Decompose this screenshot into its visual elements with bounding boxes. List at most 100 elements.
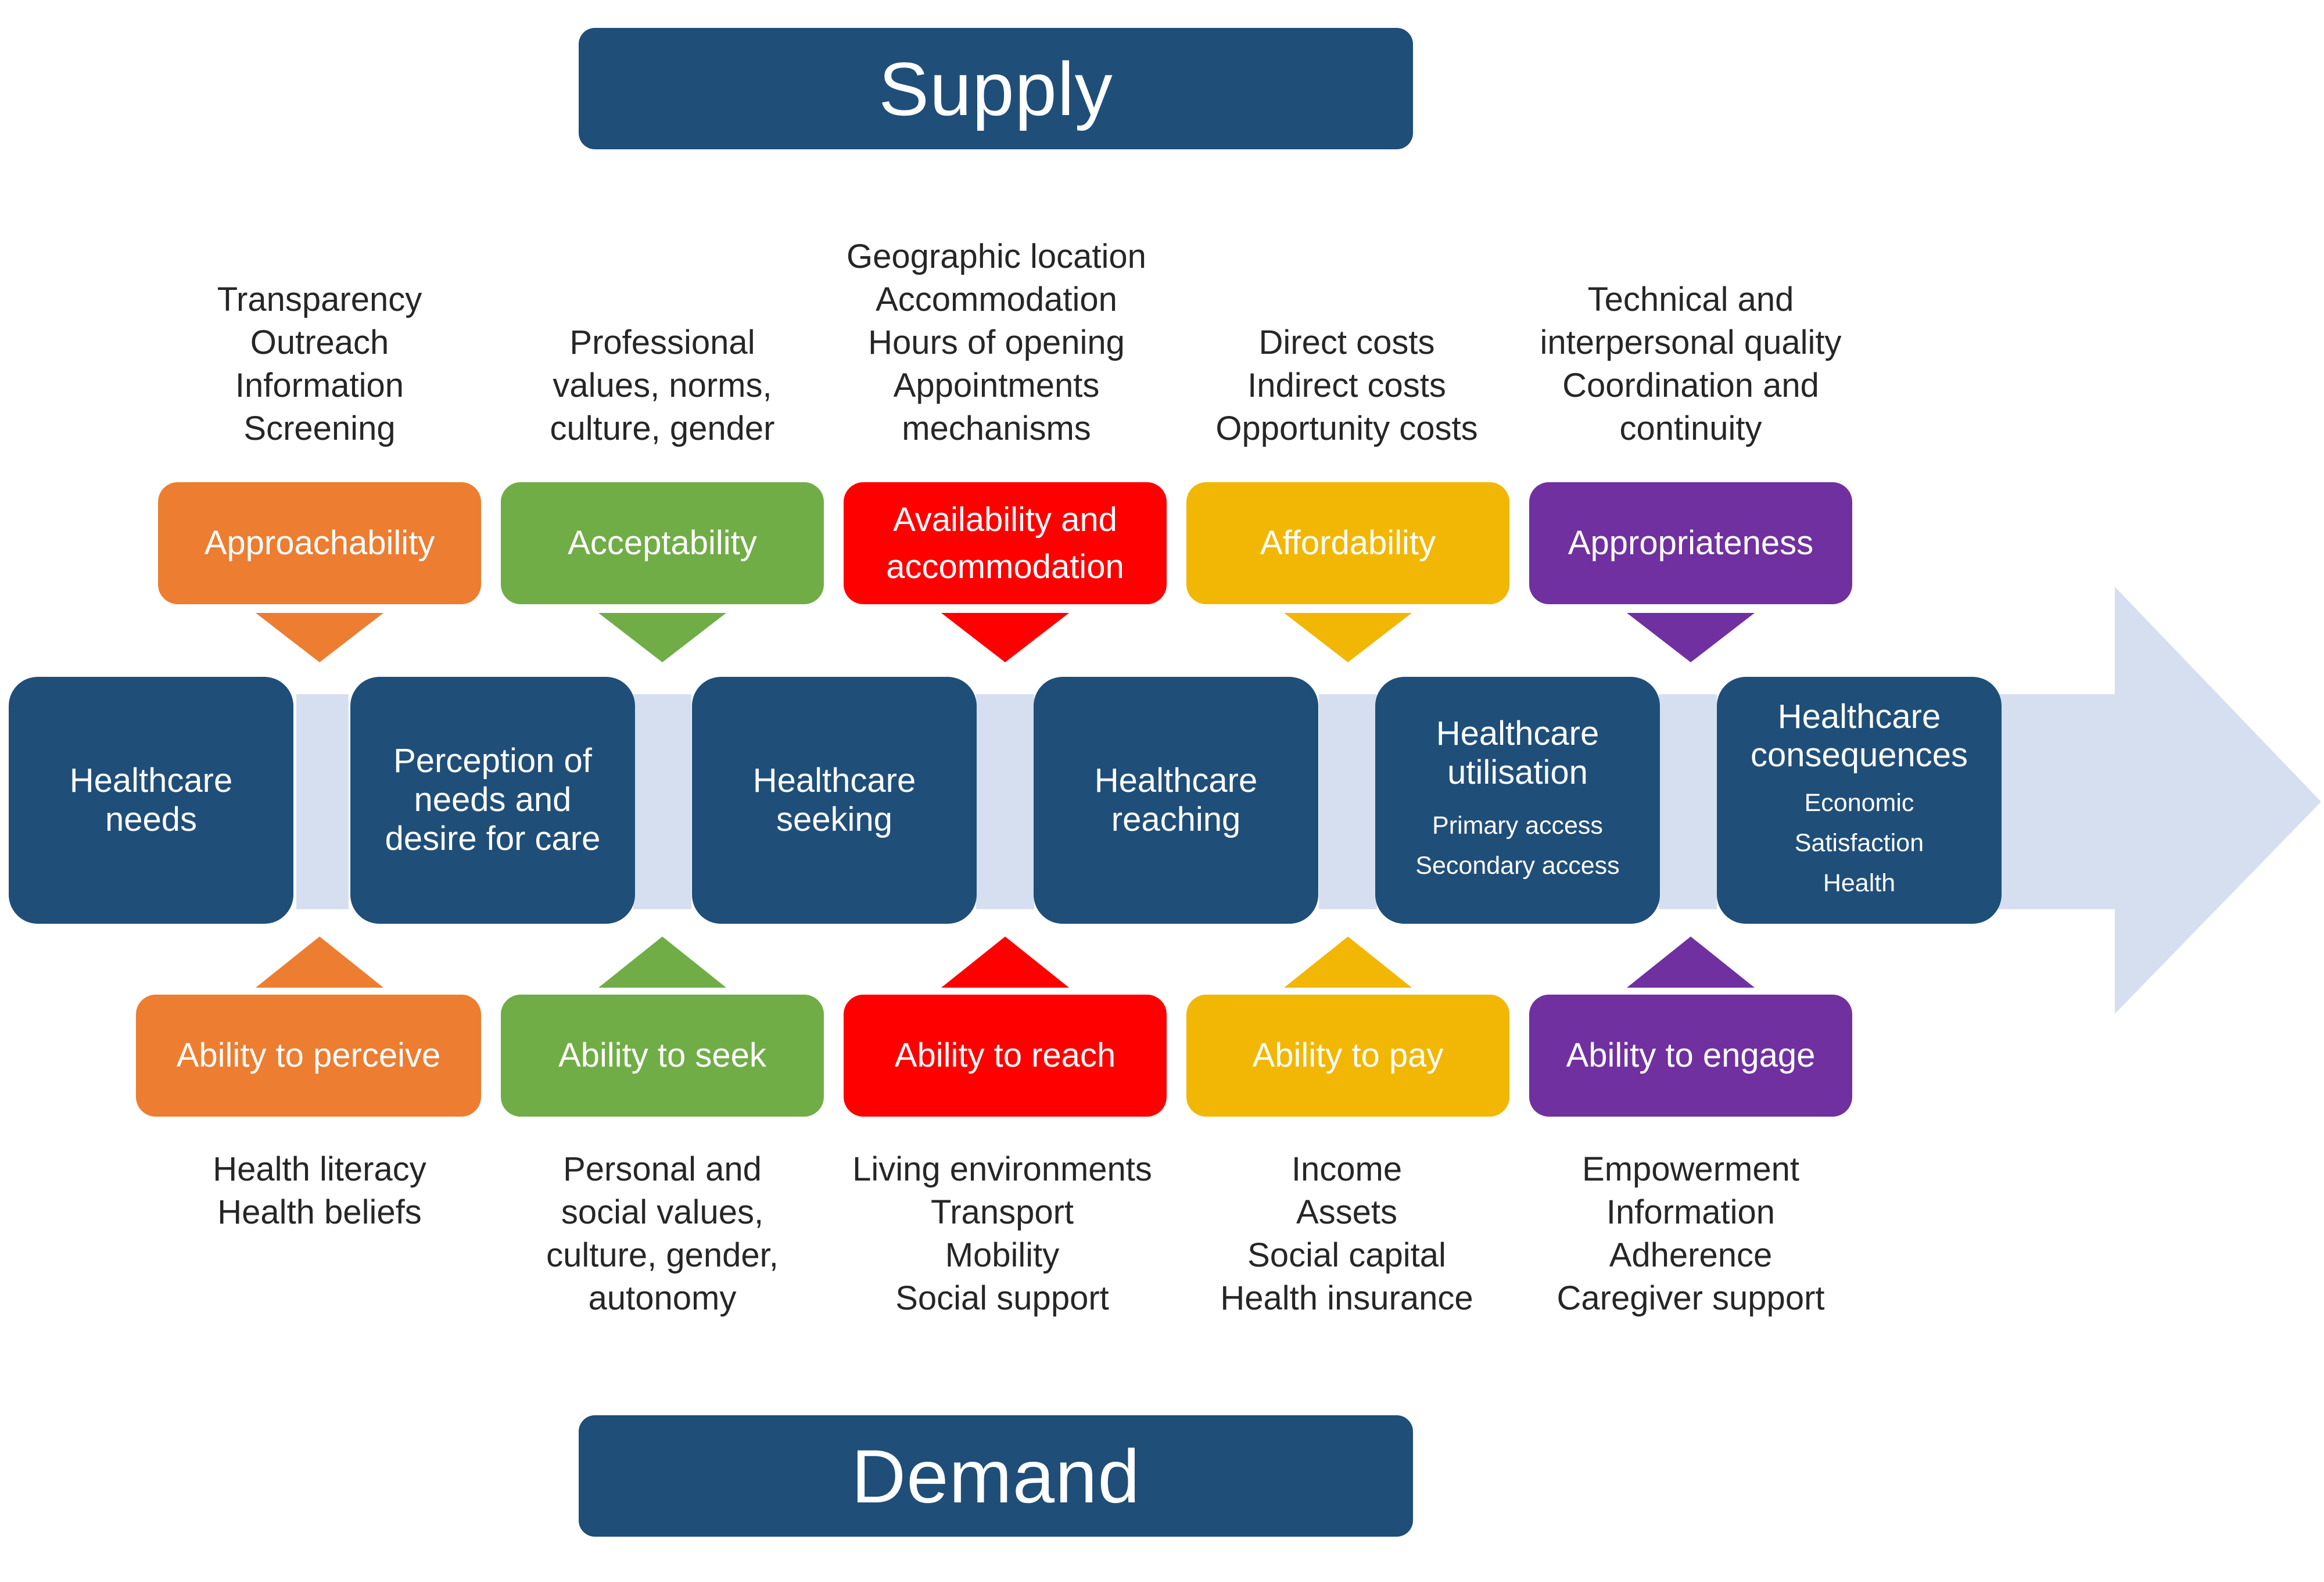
factor-text: Transport <box>930 1193 1074 1231</box>
dimension-label: Appropriateness <box>1568 524 1814 562</box>
factor-text: Accommodation <box>876 281 1117 318</box>
factor-text: Health beliefs <box>217 1193 422 1231</box>
stage-subitems: Economic Satisfaction Health <box>1795 783 1924 903</box>
factors-ability-to-perceive: Health literacy Health beliefs <box>134 1148 505 1234</box>
factor-text: Outreach <box>250 324 389 361</box>
pointer-up-engage <box>1627 937 1755 988</box>
flow-arrow <box>1999 587 2321 1014</box>
pointer-up-seek <box>598 937 726 988</box>
stage-healthcare-needs: Healthcare needs <box>9 677 293 924</box>
dimension-label: Acceptability <box>568 524 757 562</box>
stage-subitem: Satisfaction <box>1794 828 1924 857</box>
factor-text: Screening <box>243 410 396 447</box>
supply-pointers <box>256 613 1755 662</box>
factors-ability-to-engage: Empowerment Information Adherence Caregi… <box>1505 1148 1877 1320</box>
dimension-acceptability: Acceptability <box>501 482 824 604</box>
factors-appropriateness: Technical and interpersonal quality Coor… <box>1505 244 1877 450</box>
ability-label: Ability to pay <box>1252 1036 1444 1075</box>
factor-text: Health literacy <box>213 1150 426 1188</box>
stage-subitem: Primary access <box>1432 812 1603 840</box>
demand-label: Demand <box>851 1433 1141 1519</box>
factor-text: interpersonal quality <box>1540 324 1842 361</box>
factor-text: Empowerment <box>1582 1150 1799 1188</box>
stage-healthcare-reaching: Healthcare reaching <box>1034 677 1318 924</box>
dimension-label: Affordability <box>1260 524 1436 562</box>
connector-2 <box>633 694 691 909</box>
factor-text: Caregiver support <box>1556 1279 1825 1317</box>
pointer-up-perceive <box>256 937 383 988</box>
connector-4 <box>1319 694 1377 909</box>
stage-title: Healthcare reaching <box>1094 761 1258 838</box>
stage-subitem: Secondary access <box>1415 852 1620 880</box>
factors-availability: Geographic location Accommodation Hours … <box>810 221 1182 450</box>
pointer-down-affordability <box>1284 613 1412 662</box>
dimension-affordability: Affordability <box>1186 482 1509 604</box>
factors-affordability: Direct costs Indirect costs Opportunity … <box>1161 244 1533 450</box>
factor-text: social values, <box>561 1193 764 1231</box>
factor-text: Mobility <box>945 1236 1060 1274</box>
ability-label: Ability to engage <box>1566 1036 1816 1075</box>
stage-title: Healthcare needs <box>69 761 233 838</box>
ability-to-seek: Ability to seek <box>501 995 824 1117</box>
factors-ability-to-pay: Income Assets Social capital Health insu… <box>1161 1148 1533 1320</box>
factor-text: culture, gender <box>550 410 775 447</box>
factor-text: Hours of opening <box>868 324 1125 361</box>
ability-to-perceive: Ability to perceive <box>136 995 481 1117</box>
pointer-down-appropriateness <box>1627 613 1755 662</box>
stage-healthcare-utilisation: Healthcare utilisation Primary access Se… <box>1375 677 1660 924</box>
factor-text: Social support <box>895 1279 1109 1317</box>
dimension-availability-accommodation: Availability and accommodation <box>844 482 1167 604</box>
factor-text: continuity <box>1619 410 1762 447</box>
ability-to-reach: Ability to reach <box>844 995 1167 1117</box>
pointer-down-acceptability <box>598 613 726 662</box>
factor-text: mechanisms <box>902 410 1091 447</box>
dimension-approachability: Approachability <box>158 482 481 604</box>
ability-label: Ability to reach <box>894 1036 1116 1075</box>
ability-to-pay: Ability to pay <box>1186 995 1509 1117</box>
factor-text: Geographic location <box>847 238 1146 275</box>
demand-pointers <box>256 937 1755 988</box>
demand-banner: Demand <box>579 1415 1413 1537</box>
supply-banner: Supply <box>579 28 1413 149</box>
factor-text: Transparency <box>217 281 422 318</box>
stage-title: Perception of needs and desire for care <box>385 742 601 858</box>
pointer-down-availability <box>941 613 1069 662</box>
factor-text: culture, gender, <box>546 1236 779 1274</box>
factor-text: Information <box>1606 1193 1776 1231</box>
stage-title: Healthcare seeking <box>752 761 916 838</box>
dimension-appropriateness: Appropriateness <box>1529 482 1852 604</box>
stage-title: Healthcare consequences <box>1750 697 1968 774</box>
stage-title: Healthcare utilisation <box>1436 715 1599 791</box>
factor-text: Living environments <box>852 1150 1152 1188</box>
factor-text: Social capital <box>1247 1236 1446 1274</box>
stage-connectors <box>296 694 2013 909</box>
factor-text: Information <box>235 367 404 404</box>
connector-3 <box>976 694 1034 909</box>
factors-ability-to-reach: Living environments Transport Mobility S… <box>816 1148 1188 1320</box>
stage-healthcare-seeking: Healthcare seeking <box>692 677 977 924</box>
factors-approachability: Transparency Outreach Information Screen… <box>134 244 505 450</box>
supply-label: Supply <box>878 46 1113 131</box>
factor-text: Adherence <box>1609 1236 1773 1274</box>
factor-text: Indirect costs <box>1247 367 1446 404</box>
ability-label: Ability to seek <box>558 1036 766 1075</box>
factor-text: Coordination and <box>1562 367 1819 404</box>
factor-text: Income <box>1291 1150 1403 1188</box>
dimension-label: Availability and accommodation <box>886 500 1124 586</box>
stage-subitem: Health <box>1823 869 1896 897</box>
factor-text: Technical and <box>1587 281 1794 318</box>
factor-text: autonomy <box>588 1279 737 1317</box>
stage-subitem: Economic <box>1804 788 1914 817</box>
stage-subitems: Primary access Secondary access <box>1415 806 1619 886</box>
factor-text: Opportunity costs <box>1215 410 1478 447</box>
pointer-up-pay <box>1284 937 1412 988</box>
connector-5 <box>1659 694 1717 909</box>
factor-text: Appointments <box>893 367 1100 404</box>
factors-ability-to-seek: Personal and social values, culture, gen… <box>476 1148 848 1320</box>
ability-label: Ability to perceive <box>176 1036 441 1075</box>
factor-text: Direct costs <box>1258 324 1435 361</box>
connector-6 <box>2002 694 2013 909</box>
dimension-label: Approachability <box>204 524 435 562</box>
